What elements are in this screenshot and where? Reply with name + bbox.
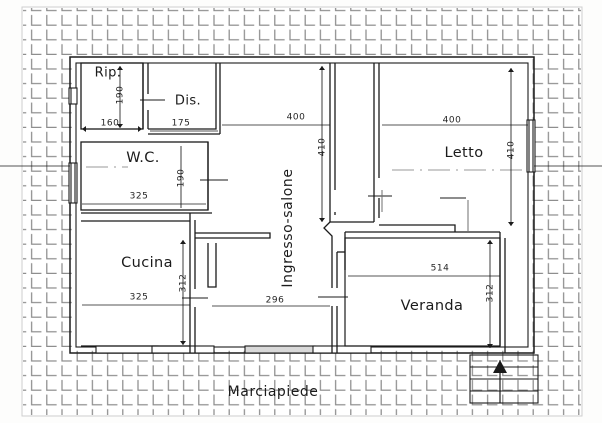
dim-letto-width: 400 bbox=[443, 116, 462, 126]
window-bottom-4 bbox=[312, 345, 372, 354]
room-labels: Rip. Dis. W.C. Cucina Letto Veranda bbox=[95, 66, 484, 315]
wall-openings bbox=[68, 87, 536, 354]
room-label-dis: Dis. bbox=[175, 94, 201, 109]
window-right bbox=[526, 119, 536, 173]
room-label-rip: Rip. bbox=[95, 66, 122, 81]
dim-veranda-width: 514 bbox=[431, 264, 450, 274]
door-marks bbox=[140, 99, 466, 299]
dim-salone-width: 296 bbox=[266, 296, 285, 306]
stair-up-arrow-icon bbox=[493, 360, 507, 373]
fixture-lines-2 bbox=[381, 190, 469, 232]
window-left-lower bbox=[68, 162, 78, 204]
dim-dis-width: 175 bbox=[172, 119, 191, 129]
fixture-lines bbox=[86, 166, 522, 171]
dim-wc-height: 190 bbox=[177, 169, 187, 188]
room-label-letto: Letto bbox=[445, 145, 484, 161]
dimension-arrowheads bbox=[82, 66, 514, 348]
room-label-veranda: Veranda bbox=[401, 298, 464, 314]
window-bottom-1 bbox=[95, 345, 159, 354]
window-bottom-2 bbox=[151, 345, 215, 354]
room-label-wc: W.C. bbox=[126, 150, 160, 166]
dim-rip-height: 190 bbox=[116, 86, 126, 105]
dim-cucina-height: 312 bbox=[179, 274, 189, 293]
dimension-lines bbox=[82, 66, 528, 348]
dim-letto-height: 410 bbox=[507, 141, 517, 160]
dim-wc-width: 325 bbox=[130, 192, 149, 202]
sidewalk-label: Marciapiede bbox=[228, 384, 319, 400]
dim-veranda-height: 312 bbox=[486, 284, 496, 303]
window-left-upper bbox=[68, 87, 78, 105]
window-bottom-3 bbox=[244, 345, 316, 354]
room-label-cucina: Cucina bbox=[121, 255, 173, 271]
room-label-ingresso-salone: Ingresso-salone bbox=[280, 168, 296, 287]
dim-salone-top: 400 bbox=[287, 113, 306, 123]
dimension-labels: 160 190 175 325 190 325 312 296 400 410 … bbox=[101, 86, 517, 306]
dim-salone-height: 410 bbox=[318, 138, 328, 157]
interior-walls bbox=[80, 62, 506, 353]
dim-rip-width: 160 bbox=[101, 119, 120, 129]
dim-cucina-width: 325 bbox=[130, 293, 149, 303]
drawing-frame bbox=[21, 6, 583, 417]
stairs-up bbox=[469, 354, 539, 404]
